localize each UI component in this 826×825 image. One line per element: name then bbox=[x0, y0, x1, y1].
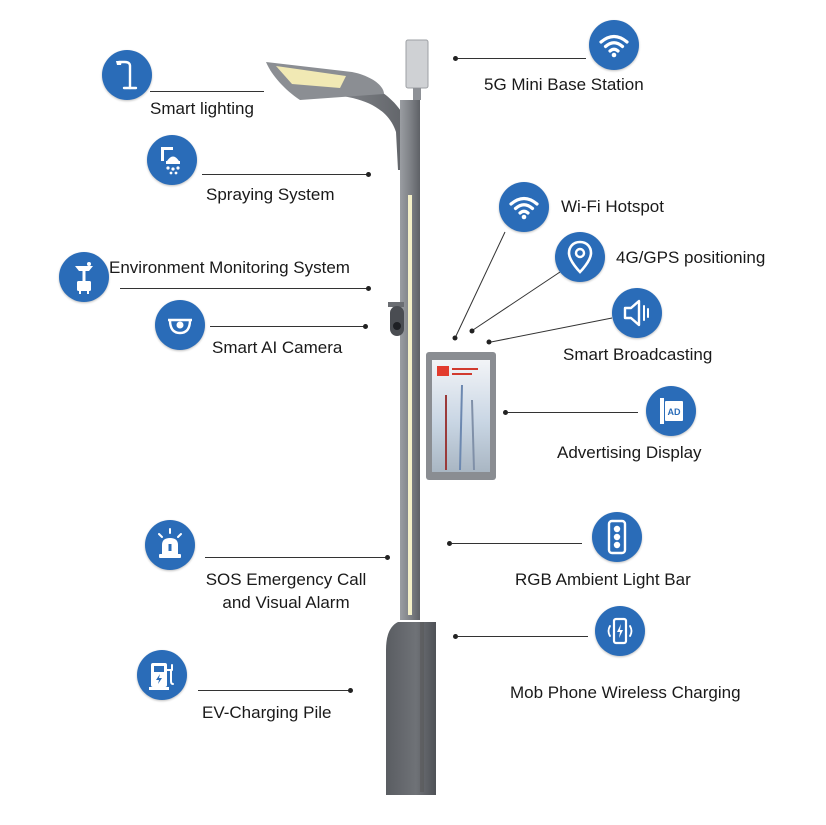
connector-lighting bbox=[150, 91, 264, 92]
connector-dot bbox=[453, 634, 458, 639]
label-ev-charging-pile: EV-Charging Pile bbox=[202, 703, 332, 722]
connector-dot bbox=[366, 286, 371, 291]
environment-sensor-icon bbox=[59, 252, 109, 302]
ad-display-sign: AD bbox=[668, 407, 681, 417]
connector-base-station bbox=[458, 58, 586, 59]
connector-wireless-charging bbox=[458, 636, 588, 637]
label-wireless-charging: Mob Phone Wireless Charging bbox=[510, 683, 741, 702]
label-smart-lighting: Smart lighting bbox=[150, 99, 254, 118]
street-lamp-icon bbox=[102, 50, 152, 100]
connector-dot bbox=[348, 688, 353, 693]
alarm-siren-icon bbox=[145, 520, 195, 570]
label-spraying-system: Spraying System bbox=[206, 185, 335, 204]
display-logo bbox=[437, 366, 449, 376]
wifi-hotspot-icon bbox=[499, 182, 549, 232]
label-smart-broadcasting: Smart Broadcasting bbox=[563, 345, 713, 364]
rgb-light-bar bbox=[408, 195, 412, 615]
connector-rgb bbox=[452, 543, 582, 544]
label-rgb-ambient-light-bar: RGB Ambient Light Bar bbox=[515, 570, 691, 589]
label-advertising-display: Advertising Display bbox=[557, 443, 702, 462]
speaker-icon bbox=[612, 288, 662, 338]
connector-ev-charging bbox=[198, 690, 350, 691]
camera-lens bbox=[393, 322, 401, 330]
label-4g-gps-positioning: 4G/GPS positioning bbox=[616, 248, 766, 267]
connector-dot bbox=[385, 555, 390, 560]
connector-sos bbox=[205, 557, 387, 558]
base-station-mount bbox=[413, 88, 421, 100]
sprinkler-icon bbox=[147, 135, 197, 185]
base-station-box bbox=[405, 39, 429, 89]
wireless-charging-phone-icon bbox=[595, 606, 645, 656]
connector-dot bbox=[363, 324, 368, 329]
ad-display-icon: AD bbox=[646, 386, 696, 436]
connector-advertising bbox=[508, 412, 638, 413]
wifi-icon bbox=[589, 20, 639, 70]
dome-camera-icon bbox=[155, 300, 205, 350]
connector-spraying bbox=[202, 174, 368, 175]
camera-body bbox=[390, 306, 404, 336]
connector-dot bbox=[447, 541, 452, 546]
connector-environment bbox=[120, 288, 368, 289]
connector-camera bbox=[210, 326, 366, 327]
label-smart-ai-camera: Smart AI Camera bbox=[212, 338, 343, 357]
pole-base bbox=[386, 622, 436, 795]
camera-mount bbox=[388, 302, 404, 307]
location-pin-icon bbox=[555, 232, 605, 282]
label-wifi-hotspot: Wi-Fi Hotspot bbox=[561, 197, 664, 216]
traffic-light-bar-icon bbox=[592, 512, 642, 562]
ev-charger-icon bbox=[137, 650, 187, 700]
connector-dot bbox=[503, 410, 508, 415]
label-sos-line-1: SOS Emergency Call bbox=[205, 570, 367, 589]
label-5g-mini-base-station: 5G Mini Base Station bbox=[484, 75, 644, 94]
label-sos-line-2: and Visual Alarm bbox=[222, 593, 350, 612]
label-environment-monitoring: Environment Monitoring System bbox=[109, 258, 350, 277]
connector-dot bbox=[366, 172, 371, 177]
lamp-glow bbox=[276, 66, 346, 88]
connector-dot bbox=[453, 56, 458, 61]
